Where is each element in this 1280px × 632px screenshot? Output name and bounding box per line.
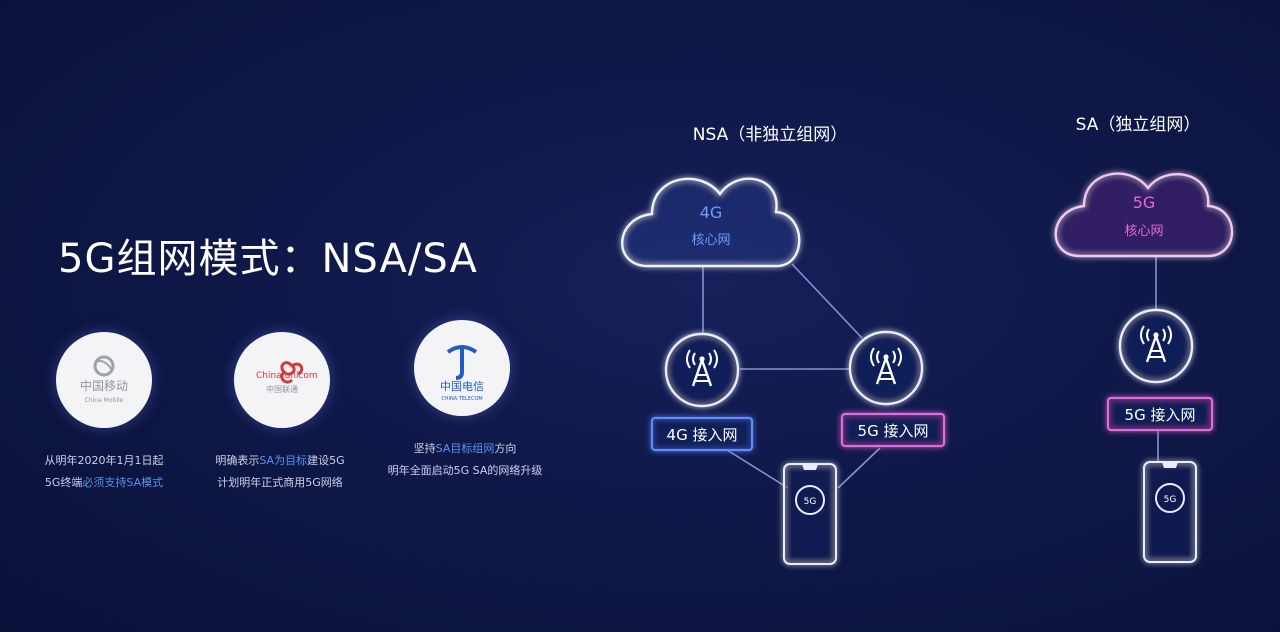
nsa-cloud-subtitle: 核心网 [691, 233, 730, 248]
nsa-phone-icon: 5G [783, 463, 837, 565]
china-mobile-note: 从明年2020年1月1日起 5G终端必须支持SA模式 [34, 450, 174, 494]
china-unicom-note-line2: 计划明年正式商用5G网络 [217, 476, 343, 489]
nsa-links [702, 263, 881, 489]
nsa-4g-tower-icon [664, 332, 740, 408]
nsa-core-cloud [621, 177, 801, 268]
page-title: 5G组网模式：NSA/SA [58, 236, 478, 282]
link-core-to-5g-tower [791, 263, 863, 339]
china-telecom-note-line1: 坚持SA目标组网方向 [370, 438, 560, 460]
sa-5g-tower-icon [1118, 308, 1194, 384]
sa-phone-badge: 5G [1164, 495, 1177, 505]
china-telecom-icon: 中国电信 CHINA TELECOM [440, 345, 484, 402]
link-4g-access-to-phone [726, 449, 789, 489]
nsa-cloud-title: 4G [700, 203, 723, 222]
nsa-5g-access-box: 5G 接入网 [840, 412, 946, 448]
china-unicom-icon: China unicom 中国联通 [256, 361, 318, 394]
china-mobile-logo-en: China Mobile [85, 397, 124, 404]
china-telecom-note-line2: 明年全面启动5G SA的网络升级 [387, 464, 543, 477]
china-telecom-note-line1-post: 方向 [494, 442, 517, 455]
sa-5g-access-label: 5G 接入网 [1125, 406, 1196, 424]
china-unicom-note: 明确表示SA为目标建设5G 计划明年正式商用5G网络 [200, 450, 360, 494]
china-mobile-logo: 中国移动 China Mobile [56, 332, 152, 428]
china-telecom-logo: 中国电信 CHINA TELECOM [414, 320, 510, 416]
china-mobile-note-line2: 5G终端必须支持SA模式 [34, 472, 174, 494]
china-telecom-note-line1-pre: 坚持 [413, 442, 436, 455]
china-telecom-logo-en: CHINA TELECOM [441, 396, 482, 402]
china-mobile-icon: 中国移动 China Mobile [80, 355, 128, 404]
china-unicom-note-line1: 明确表示SA为目标建设5G [200, 450, 360, 472]
china-unicom-note-highlight: SA为目标 [259, 454, 308, 467]
sa-5g-access-box: 5G 接入网 [1106, 396, 1214, 432]
nsa-5g-tower-icon [848, 330, 924, 406]
sa-phone-icon: 5G [1143, 461, 1197, 563]
sa-cloud-subtitle: 核心网 [1124, 224, 1163, 239]
china-telecom-logo-cn: 中国电信 [440, 380, 484, 393]
china-telecom-note-highlight: SA目标组网 [435, 442, 495, 455]
nsa-heading: NSA（非独立组网） [693, 125, 847, 145]
sa-core-cloud [1054, 172, 1234, 258]
sa-cloud-title: 5G [1133, 193, 1156, 212]
china-mobile-note-line2-pre: 5G终端 [44, 476, 83, 489]
nsa-5g-access-label: 5G 接入网 [858, 422, 929, 440]
sa-links [1155, 256, 1159, 462]
china-mobile-note-line1: 从明年2020年1月1日起 [44, 454, 164, 467]
link-5g-access-to-phone [837, 447, 881, 489]
sa-heading: SA（独立组网） [1076, 115, 1201, 135]
china-unicom-note-line1-post: 建设5G [307, 454, 345, 467]
nsa-phone-badge: 5G [804, 497, 817, 507]
china-mobile-note-highlight: 必须支持SA模式 [82, 476, 164, 489]
china-telecom-note: 坚持SA目标组网方向 明年全面启动5G SA的网络升级 [370, 438, 560, 482]
china-unicom-logo: China unicom 中国联通 [234, 332, 330, 428]
china-unicom-note-line1-pre: 明确表示 [215, 454, 260, 467]
nsa-4g-access-label: 4G 接入网 [667, 426, 738, 444]
china-unicom-logo-en: China unicom [256, 371, 318, 381]
nsa-4g-access-box: 4G 接入网 [650, 416, 754, 452]
china-mobile-logo-cn: 中国移动 [80, 378, 128, 393]
china-unicom-logo-cn: 中国联通 [266, 384, 298, 394]
